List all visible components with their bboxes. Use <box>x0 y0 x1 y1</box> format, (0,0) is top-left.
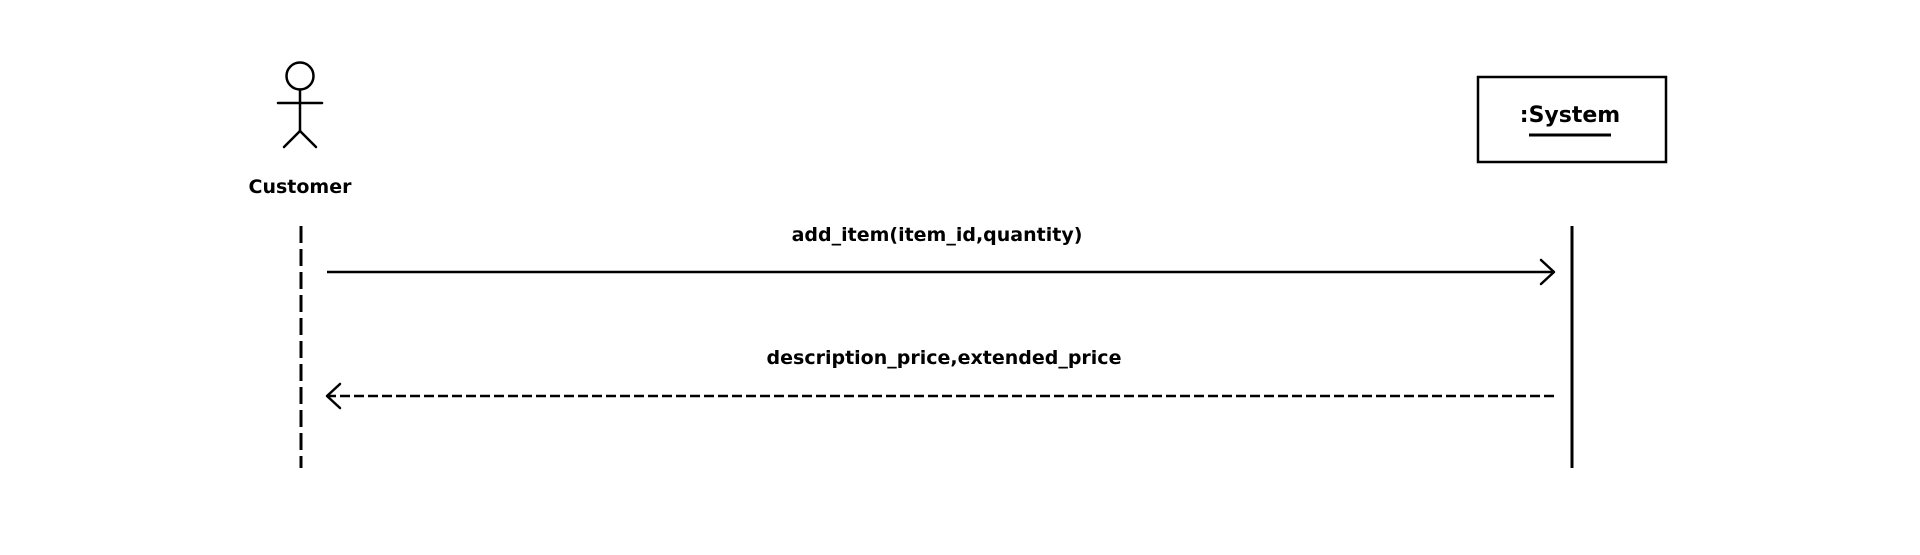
customer-actor-icon <box>276 61 324 149</box>
message-return-arrowhead-icon <box>325 382 342 410</box>
customer-actor-label: Customer <box>249 176 353 198</box>
system-object-box <box>1476 75 1668 164</box>
message-add-item-label: add_item(item_id,quantity) <box>792 224 1083 246</box>
message-return-label: description_price,extended_price <box>767 347 1122 369</box>
system-object-label: :System <box>1520 103 1620 128</box>
message-add-item-arrowhead-icon <box>1539 258 1556 286</box>
